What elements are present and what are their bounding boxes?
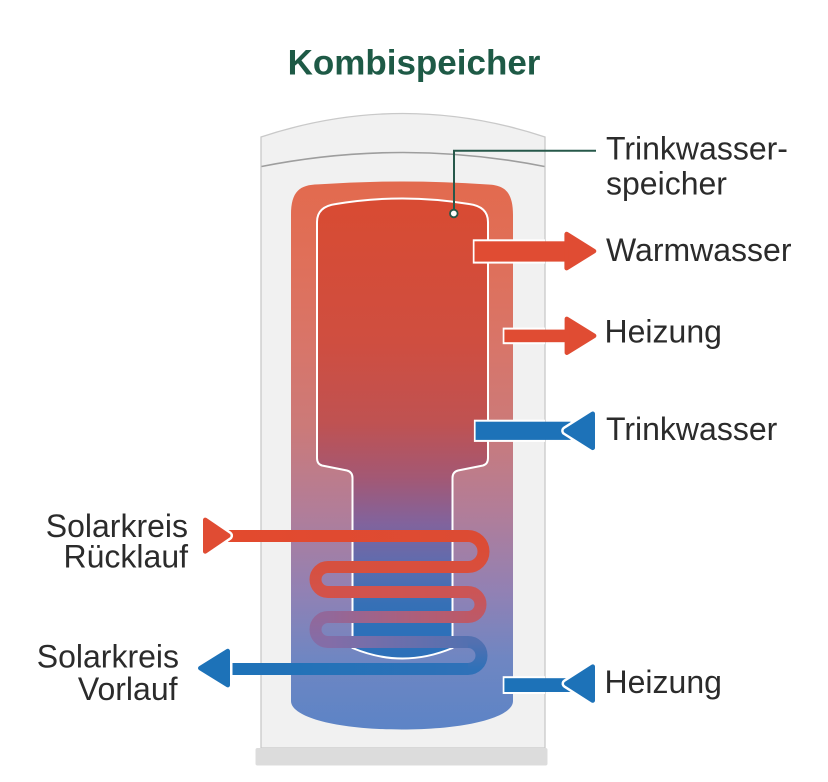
svg-text:Heizung: Heizung: [605, 314, 722, 350]
svg-text:Warmwasser: Warmwasser: [606, 232, 792, 268]
svg-text:Rücklauf: Rücklauf: [64, 539, 189, 575]
svg-text:speicher: speicher: [606, 165, 727, 201]
svg-text:Trinkwasser-: Trinkwasser-: [606, 131, 788, 167]
svg-text:Solarkreis: Solarkreis: [37, 638, 179, 674]
svg-text:Heizung: Heizung: [605, 664, 722, 700]
svg-text:Solarkreis: Solarkreis: [46, 508, 188, 544]
svg-text:Vorlauf: Vorlauf: [78, 671, 178, 707]
svg-text:Kombispeicher: Kombispeicher: [288, 44, 541, 83]
svg-text:Trinkwasser: Trinkwasser: [606, 411, 778, 447]
